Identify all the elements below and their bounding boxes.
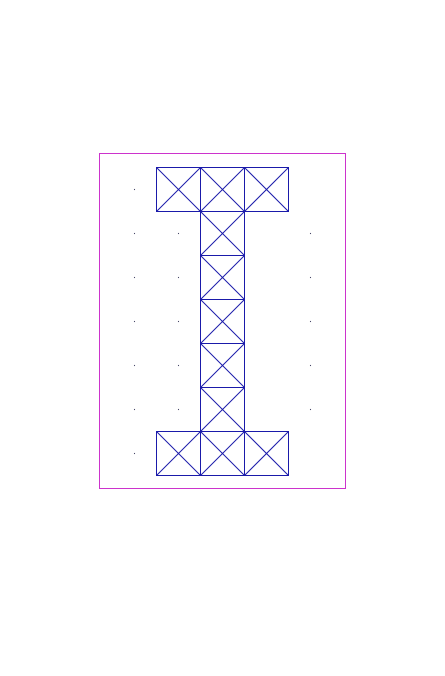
cell-border [244,431,289,476]
filled-cells [156,167,289,476]
cell-border [244,167,289,212]
grid-cell-x [200,343,245,388]
cell-diagonal [156,167,201,212]
grid-cell-x [200,255,245,300]
grid-dot [133,232,136,235]
grid-dot [309,276,312,279]
grid-dot [133,188,136,191]
cell-diagonal [200,343,245,388]
grid-cell-x [200,167,245,212]
grid-cell-x [244,431,289,476]
grid-dot [133,452,136,455]
cell-diagonal [156,431,201,476]
grid-dot [133,276,136,279]
grid-dot [177,276,180,279]
grid-cell-x [200,299,245,344]
grid-dot [177,320,180,323]
cell-diagonal [244,431,289,476]
grid-cell-x [200,431,245,476]
cell-diagonal [200,431,245,476]
grid-dot [309,232,312,235]
grid-cell-x [200,387,245,432]
grid-cell-x [244,167,289,212]
grid-dot [309,320,312,323]
cell-diagonal [244,167,289,212]
cell-diagonal [200,167,245,212]
grid-dot [133,320,136,323]
grid-dot [177,408,180,411]
grid-cell-x [200,211,245,256]
cell-diagonal [200,255,245,300]
grid-cell-x [156,167,201,212]
grid-dot [309,408,312,411]
grid-dot [177,232,180,235]
grid-dot [309,364,312,367]
grid-dot [133,408,136,411]
grid-dot [133,364,136,367]
cell-diagonal [200,211,245,256]
diagram-frame [99,153,346,489]
cell-diagonal [200,387,245,432]
grid-cell-x [156,431,201,476]
grid-dot [177,364,180,367]
cell-diagonal [200,299,245,344]
